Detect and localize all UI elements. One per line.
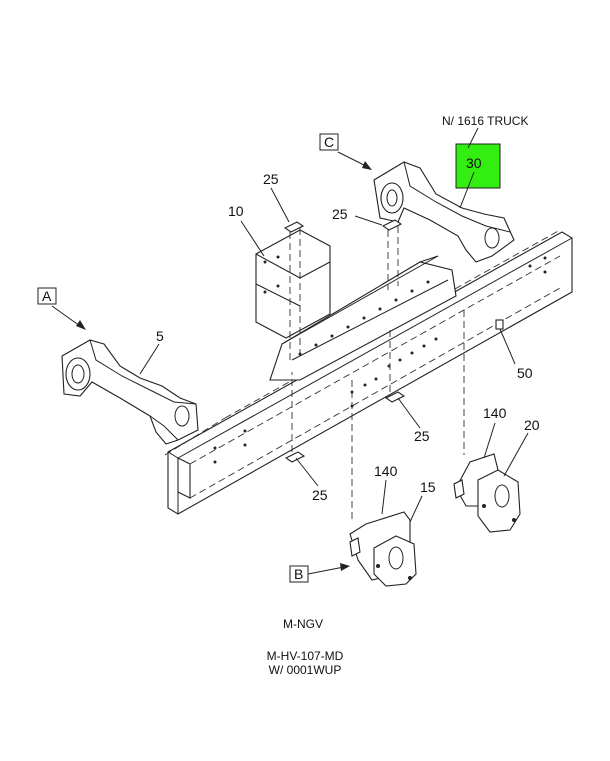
spacer-25-low-mid	[384, 330, 406, 403]
callout-25-top-left: 25	[263, 171, 279, 187]
callout-5: 5	[156, 328, 164, 344]
callout-140-right: 140	[483, 405, 507, 421]
view-box-a	[37, 287, 57, 305]
crossmember-30	[373, 161, 515, 263]
bolt-50	[351, 310, 504, 520]
spacer-25-top-left	[283, 221, 305, 360]
callout-view-a: A	[42, 288, 52, 304]
view-box-c	[319, 133, 339, 151]
callout-30: 30	[466, 155, 482, 171]
callout-140-left: 140	[374, 463, 398, 479]
callout-25-top-mid: 25	[332, 206, 348, 222]
callout-20: 20	[524, 417, 540, 433]
footer-line-2: M-HV-107-MD	[267, 649, 344, 663]
truck-note: N/ 1616 TRUCK	[442, 114, 528, 128]
spacer-25-low-left	[284, 372, 306, 463]
callout-view-c: C	[324, 134, 334, 150]
callout-25-low-left: 25	[312, 487, 328, 503]
callout-10: 10	[228, 203, 244, 219]
callout-25-low-mid: 25	[414, 428, 430, 444]
callout-view-b: B	[294, 566, 303, 582]
crossmember-5	[61, 339, 199, 445]
footer-line-3: W/ 0001WUP	[269, 663, 342, 677]
frame-rail	[164, 229, 573, 515]
callout-50: 50	[517, 365, 533, 381]
hanger-15	[349, 511, 417, 587]
spacer-25-top-mid	[381, 219, 403, 290]
highlight-box-30	[455, 143, 501, 189]
callout-15: 15	[420, 479, 436, 495]
bracket-10	[255, 229, 457, 381]
footer-line-1: M-NGV	[283, 617, 323, 631]
hanger-20	[453, 453, 521, 533]
leader-lines	[51, 127, 529, 575]
